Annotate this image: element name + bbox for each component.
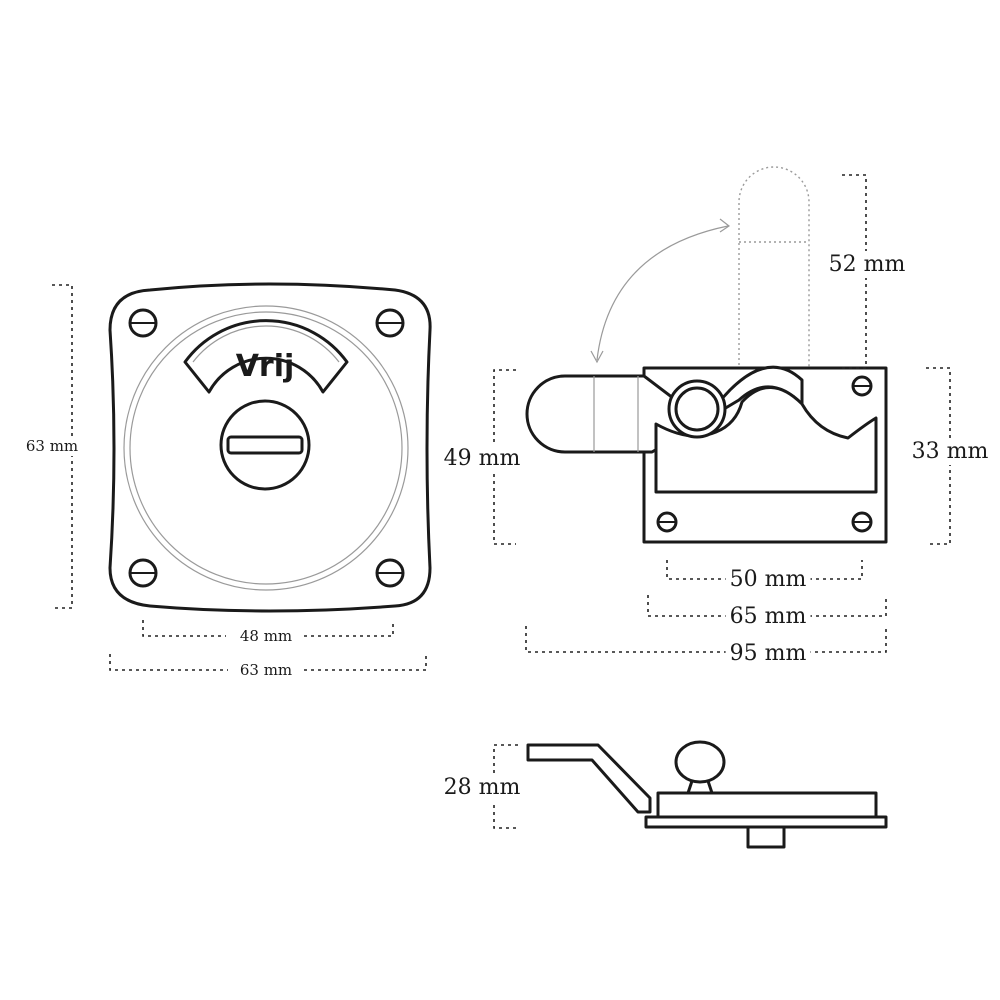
- front-screw-spacing-dimension-line: [142, 620, 394, 637]
- label-backing: [725, 566, 811, 593]
- profile-spindle: [746, 825, 786, 849]
- label-backing: [439, 774, 525, 801]
- label-backing: [725, 640, 811, 667]
- screw-icon: [128, 558, 158, 588]
- rotation-arrow-head-top: [719, 218, 731, 233]
- profile-lever: [526, 743, 652, 814]
- lever-raised-ghost: [738, 166, 810, 380]
- label-backing: [725, 603, 811, 630]
- label-backing: [439, 445, 525, 472]
- screw-icon: [851, 511, 873, 533]
- front-screw-spacing-label: 48 mm: [240, 627, 292, 645]
- latch-lever: [525, 365, 804, 454]
- spindle-slot: [226, 435, 304, 455]
- screw-icon: [656, 511, 678, 533]
- label-backing: [21, 436, 83, 456]
- indicator-window: [183, 319, 349, 394]
- screw-icon: [375, 558, 405, 588]
- overall-width-label: 95 mm: [730, 641, 807, 666]
- front-height-label: 63 mm: [26, 437, 78, 455]
- indicator-window-inner: [192, 325, 340, 363]
- pivot-knob: [674, 386, 720, 432]
- profile-body: [656, 791, 878, 819]
- side-view: 52 mm 49 mm 33 mm 50 mm 65 mm 95 mm: [439, 166, 993, 667]
- rosette-inner-ring: [129, 311, 403, 585]
- label-backing: [235, 626, 297, 646]
- screw-icon: [851, 375, 873, 397]
- plate-height-label: 33 mm: [912, 439, 989, 464]
- indicator-text: Vrij: [236, 349, 295, 384]
- screw-spacing-dimension-line: [666, 560, 863, 580]
- profile-view: 28 mm: [439, 740, 888, 849]
- screw-icon: [375, 308, 405, 338]
- front-view: Vrij 63 mm 48 mm 63 mm: [21, 282, 432, 680]
- label-backing: [824, 251, 910, 278]
- front-height-dimension-line: [52, 284, 73, 609]
- screw-spacing-label: 50 mm: [730, 567, 807, 592]
- label-backing: [907, 438, 993, 465]
- plate-width-label: 65 mm: [730, 604, 807, 629]
- profile-depth-label: 28 mm: [444, 775, 521, 800]
- overall-width-dimension-line: [525, 626, 887, 653]
- front-width-dimension-line: [109, 654, 427, 671]
- label-backing: [235, 660, 297, 680]
- rosette-plate: [108, 282, 432, 613]
- lever-travel-label: 52 mm: [829, 252, 906, 277]
- screw-icon: [128, 308, 158, 338]
- rotation-arrow: [596, 225, 729, 361]
- front-width-label: 63 mm: [240, 661, 292, 679]
- rotation-arrow-head-bottom: [590, 350, 604, 364]
- lever-height-label: 49 mm: [444, 446, 521, 471]
- profile-knob: [674, 740, 726, 784]
- rosette-outer-ring: [123, 305, 409, 591]
